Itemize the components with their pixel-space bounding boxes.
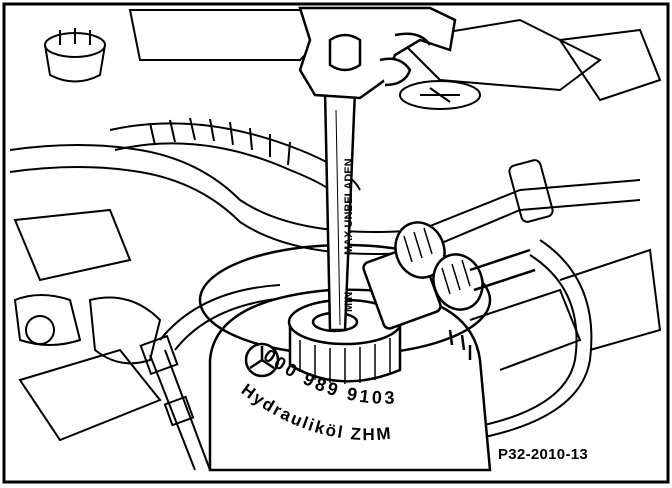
engine-background xyxy=(9,9,662,471)
hose-fittings xyxy=(362,221,536,330)
dipstick-max-label: MAX UNBELADEN xyxy=(343,158,355,255)
dipstick: MAX UNBELADEN MIN xyxy=(323,88,357,332)
figure-reference-code: P32-2010-13 xyxy=(498,446,589,463)
dipstick-min-label: MIN xyxy=(343,292,355,312)
hand-illustration xyxy=(298,6,457,100)
